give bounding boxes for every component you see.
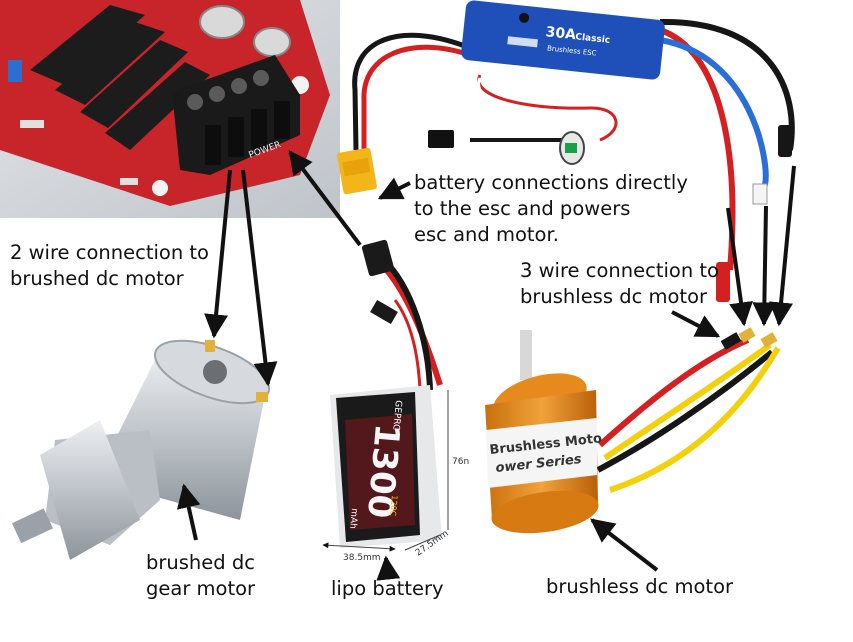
battery-connection-line-1: battery connections directly: [414, 171, 688, 194]
battery-unit-text: mAh: [347, 508, 359, 529]
lipo-battery-text: lipo battery: [331, 577, 444, 600]
brushless-connection-label: 3 wire connection to brushless dc motor: [520, 258, 719, 310]
gear-motor-label: brushed dc gear motor: [146, 550, 255, 602]
arrow-lipo: [376, 555, 401, 581]
brushed-connection-line-2: brushed dc motor: [10, 267, 184, 290]
arrow-gear-motor: [176, 483, 201, 541]
motor-driver-board-image: POWER: [0, 0, 340, 218]
brushless-connection-line-2: brushless dc motor: [520, 285, 708, 308]
battery-c-rating-text: 120C: [388, 495, 399, 517]
annotation-arrows: [176, 150, 796, 581]
battery-connection-label: battery connections directly to the esc …: [414, 170, 688, 248]
arrow-brushed-wire-1: [204, 169, 232, 339]
brushless-motor-label: brushless dc motor: [546, 574, 733, 600]
esc-series-text: Classic: [575, 32, 611, 46]
arrow-brushed-wire-2: [241, 169, 278, 387]
lipo-battery-image: 1300 GEPRC mAh 120C 38.5mm 27.5mm 76n: [322, 239, 469, 563]
arrow-brushless-connection: [671, 310, 721, 338]
arrow-esc-red-wire: [726, 207, 753, 327]
battery-connection-line-3: esc and motor.: [414, 223, 559, 246]
esc-image: 30A Classic Brushless ESC: [337, 0, 795, 302]
arrow-esc-black-wire: [769, 165, 796, 327]
battery-connection-line-2: to the esc and powers: [414, 197, 631, 220]
brushed-gear-motor-image: [11, 339, 271, 560]
brushless-motor-text: brushless dc motor: [546, 575, 734, 598]
arrow-to-board-power: [288, 150, 362, 247]
esc-rating-text: 30A: [545, 24, 577, 43]
battery-brand-text: GEPRC: [390, 400, 403, 431]
arrow-esc-white-wire: [752, 205, 777, 327]
battery-dim-width: 38.5mm: [343, 553, 381, 563]
brushed-connection-label: 2 wire connection to brushed dc motor: [10, 240, 209, 292]
gear-motor-line-2: gear motor: [146, 577, 256, 600]
arrow-battery-connection: [377, 177, 411, 200]
brushless-connection-line-1: 3 wire connection to: [520, 259, 719, 282]
battery-dim-height: 76n: [452, 457, 469, 467]
lipo-battery-label: lipo battery: [331, 576, 444, 602]
battery-capacity-text: 1300: [359, 422, 407, 520]
brushed-connection-line-1: 2 wire connection to: [10, 241, 209, 264]
gear-motor-line-1: brushed dc: [146, 551, 255, 574]
arrow-brushless-motor: [590, 518, 659, 572]
brushless-motor-image: Brushless Moto ower Series: [485, 327, 781, 534]
